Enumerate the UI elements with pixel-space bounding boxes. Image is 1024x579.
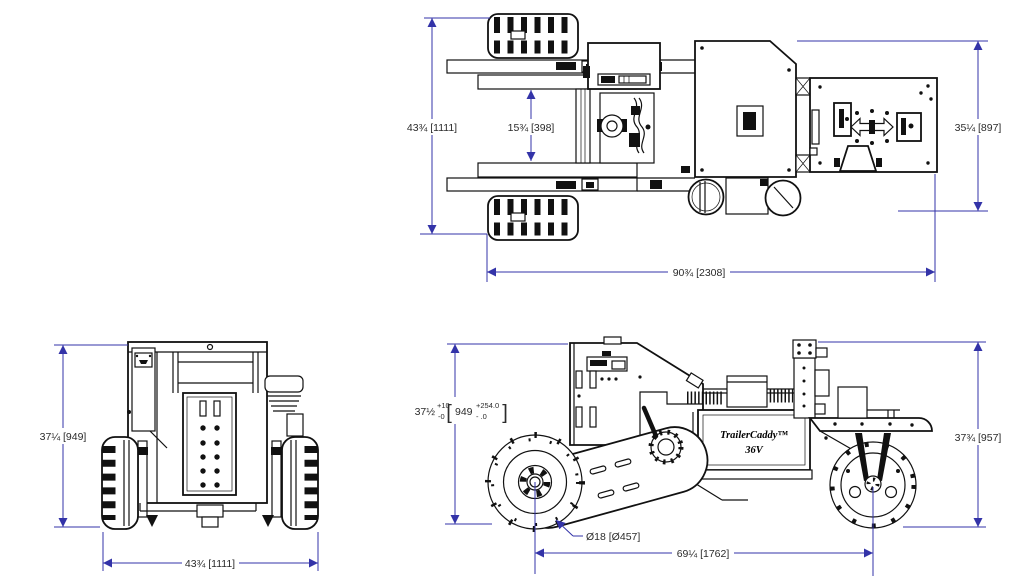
dim-label-side-height-mm-minus: - .0 xyxy=(476,412,487,421)
dim-front-overall-width: 43¾ [1111] xyxy=(102,532,319,571)
dim-label-side-height-plus: +10 xyxy=(437,401,450,410)
deck-handle-slot-left xyxy=(833,102,852,137)
front-view-right-wheel xyxy=(281,436,319,530)
dim-side-tire-diameter: Ø18 [Ø457] xyxy=(555,519,640,543)
side-view-rear-deck xyxy=(808,386,933,455)
side-view-mast xyxy=(792,339,830,419)
dim-label-side-height-nominal: 37½ xyxy=(415,406,436,418)
deck-direction-arrow-icon xyxy=(850,117,894,137)
top-view-left-wheel xyxy=(487,13,579,59)
top-view-mount-blocks xyxy=(795,77,811,173)
front-view-hitch xyxy=(196,504,224,528)
dim-label-tire-diameter: Ø18 [Ø457] xyxy=(586,531,640,543)
front-view-undercarriage xyxy=(139,503,274,528)
dim-label-frame-gap: 15¾ [398] xyxy=(508,122,555,134)
dim-top-frame-gap: 15¾ [398] xyxy=(505,90,557,161)
top-view-center-rails xyxy=(575,88,591,164)
top-view-casters xyxy=(681,166,802,217)
side-view: TrailerCaddy™ 36V xyxy=(397,336,1005,576)
side-view-top-box xyxy=(726,375,768,408)
dim-bracket-open: [ xyxy=(446,402,452,424)
dim-label-side-height-mm-plus: +254.0 xyxy=(476,401,499,410)
brand-logo-line2: 36V xyxy=(744,445,764,456)
dim-side-height-tolerance: 37½ +10 -0 [ 949 +254.0 - .0 ] xyxy=(397,343,568,525)
front-view-left-wheel xyxy=(101,436,139,530)
top-view-right-wheel xyxy=(487,195,579,241)
caster-fork-arm-right xyxy=(877,433,891,481)
top-view-deck-plate xyxy=(809,77,938,173)
front-view: 37¼ [949] 43¾ [1111] xyxy=(36,341,319,571)
dim-side-rear-height: 37¾ [957] xyxy=(818,341,1005,528)
deck-handle-slot-right xyxy=(896,112,922,142)
brand-logo-line1: TrailerCaddy™ xyxy=(720,430,788,441)
side-view-rails xyxy=(687,375,795,408)
dim-label-wheelbase: 69¼ [1762] xyxy=(677,548,730,560)
steering-pivot-collar xyxy=(641,405,684,465)
caster-fork-arm-left xyxy=(855,433,869,481)
dim-side-wheelbase: 69¼ [1762] xyxy=(534,482,874,576)
dim-label-side-height-mm: 949 xyxy=(455,406,473,418)
front-view-control-box xyxy=(127,347,168,449)
side-view-body: TrailerCaddy™ 36V xyxy=(692,409,811,478)
front-view-right-protrusion xyxy=(264,375,304,437)
dim-label-side-height-minus: -0 xyxy=(438,412,445,421)
top-view-body xyxy=(694,40,797,178)
top-view-hydraulics xyxy=(597,92,655,164)
dim-top-overall-length: 90¾ [2308] xyxy=(486,174,936,282)
top-view: 43¾ [1111] 15¾ [398] 35¼ [897] 90¾ [2308… xyxy=(404,13,1004,282)
dim-top-deck-width: 35¼ [897] xyxy=(797,40,1004,212)
dim-label-front-height: 37¼ [949] xyxy=(40,431,87,443)
top-view-control-box xyxy=(583,42,661,90)
front-view-panel xyxy=(182,392,237,496)
dim-front-overall-height: 37¼ [949] xyxy=(36,344,128,528)
dim-label-overall-length: 90¾ [2308] xyxy=(673,267,726,279)
dim-label-track-width: 43¾ [1111] xyxy=(407,122,457,134)
dim-label-deck-width: 35¼ [897] xyxy=(955,122,1002,134)
pivot-lever xyxy=(641,405,659,439)
dim-label-front-width: 43¾ [1111] xyxy=(185,558,235,570)
dim-bracket-close: ] xyxy=(502,402,508,424)
side-view-rear-box xyxy=(837,386,868,419)
dim-label-rear-height: 37¾ [957] xyxy=(955,432,1002,444)
dim-top-track-width: 43¾ [1111] xyxy=(404,17,490,235)
deck-hitch-cutout xyxy=(834,145,882,172)
